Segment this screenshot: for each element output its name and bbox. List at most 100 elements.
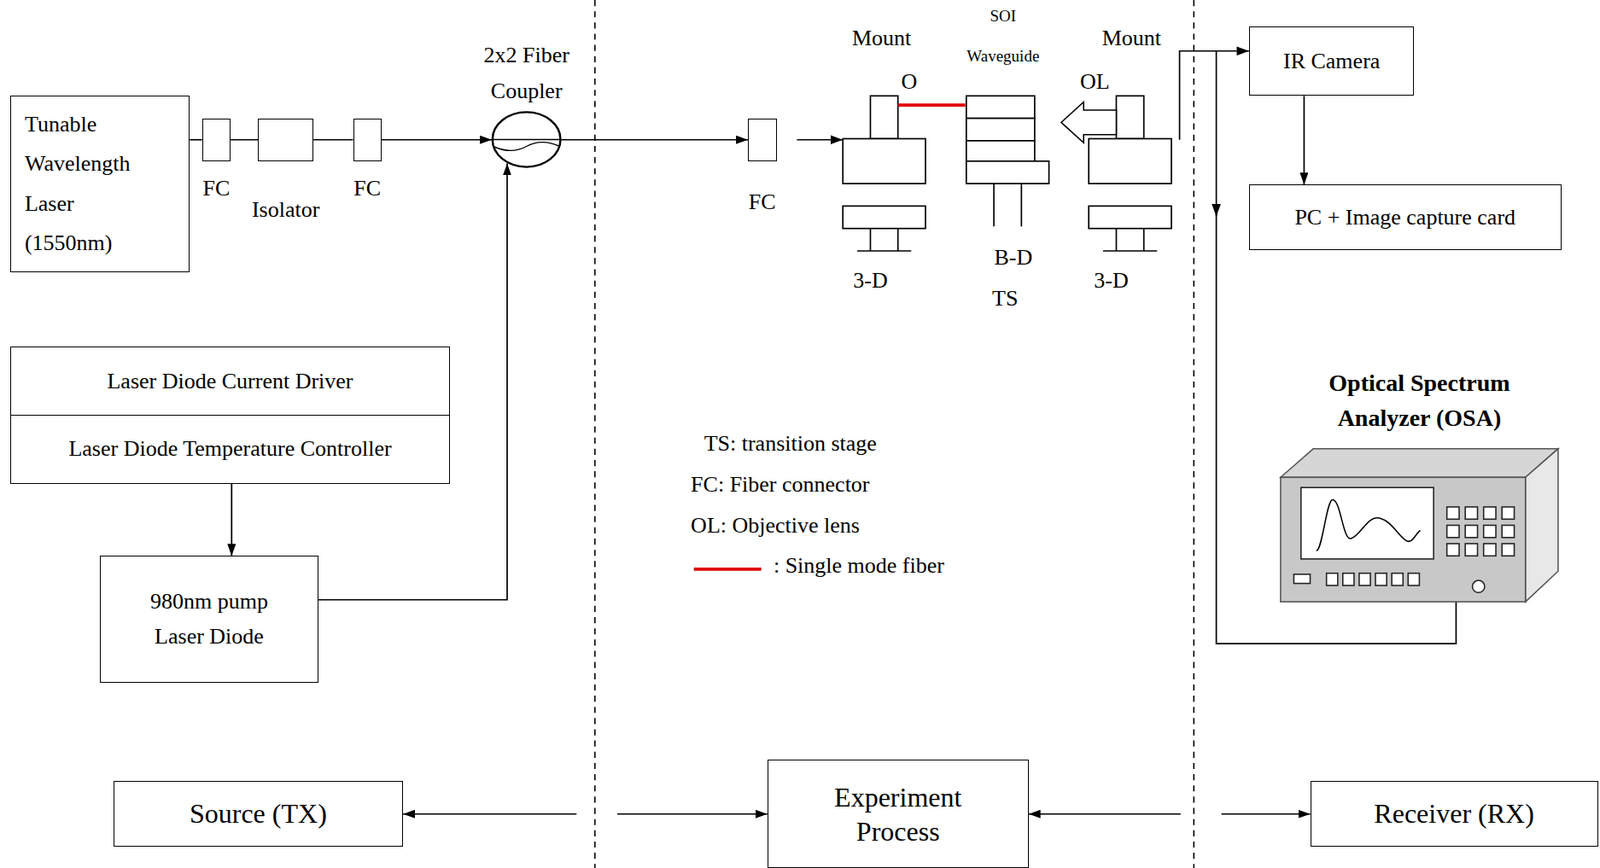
- osa-device: [1280, 449, 1559, 602]
- legend-text: : Single mode fiber: [773, 553, 945, 580]
- osa-device: [1293, 574, 1310, 584]
- mount-stage: [857, 250, 911, 252]
- mount-stage: [897, 228, 900, 252]
- coupler-path: [493, 142, 561, 152]
- osa-device: [1447, 507, 1460, 520]
- osa-device: [1501, 543, 1514, 556]
- fiber-coupler: 2x2 Fiber Coupler: [491, 110, 561, 169]
- soi-waveguide-stage: [966, 140, 1035, 162]
- connector-arrow: [402, 813, 768, 816]
- source-box: Source (TX): [113, 781, 403, 847]
- box-text: 980nm pump Laser Diode: [140, 583, 278, 655]
- divider-line: [594, 0, 596, 868]
- box-text: Experiment Process: [812, 780, 984, 849]
- osa-device: [1375, 573, 1387, 586]
- part-label: SOI: [990, 6, 1017, 27]
- part-label: B-D: [993, 245, 1033, 272]
- box-text: PC + Image capture card: [1294, 199, 1516, 236]
- legend-text: OL: Objective lens: [690, 512, 860, 539]
- box-text: Tunable Wavelength Laser (1550nm): [11, 105, 145, 263]
- part-label: FC: [202, 170, 230, 207]
- osa-device: [1447, 543, 1460, 556]
- soi-waveguide-stage: [992, 183, 995, 227]
- part-label: O: [900, 68, 917, 95]
- mount-stage: [842, 95, 1172, 252]
- connector-arrow: [1028, 813, 1311, 816]
- osa-device: [1472, 580, 1485, 593]
- mount-stage: [1088, 139, 1172, 185]
- fiber-connector: FC: [353, 118, 382, 162]
- osa-device: [1316, 500, 1421, 552]
- connector-arrow: [230, 139, 258, 141]
- osa-device: [1280, 477, 1526, 602]
- mount-stage: [842, 205, 926, 228]
- part-label: FC: [748, 184, 777, 221]
- driver-box: Laser Diode Current DriverLaser Diode Te…: [10, 346, 450, 484]
- pump-laser-box: 980nm pump Laser Diode: [99, 555, 319, 683]
- connector-arrow: [230, 484, 233, 557]
- box-text: Source (TX): [189, 792, 328, 836]
- mount-stage: [1143, 228, 1145, 252]
- osa-device: [1280, 449, 1559, 478]
- connector-arrow: [560, 139, 748, 141]
- osa-device: [1326, 573, 1338, 586]
- fiber-connector: FC: [747, 118, 777, 162]
- osa-device: [1501, 525, 1514, 538]
- box-text: Optical Spectrum Analyzer (OSA): [1308, 366, 1530, 436]
- part-label: 3-D: [1093, 267, 1128, 294]
- divider-line: [595, 0, 1195, 868]
- connector-arrow: [1303, 95, 1306, 185]
- part-label: Mount: [1102, 25, 1162, 53]
- part-label: 3-D: [852, 267, 888, 294]
- part-label: TS: [992, 286, 1018, 313]
- mount-stage: [870, 95, 898, 139]
- connector-arrow: [313, 139, 354, 141]
- osa-device: [1447, 525, 1460, 538]
- osa-device: [1343, 573, 1355, 586]
- mount-stage: [870, 228, 872, 252]
- box-text: IR Camera: [1283, 43, 1380, 80]
- mount-stage: [1103, 250, 1157, 252]
- osa-heading: Optical Spectrum Analyzer (OSA): [1280, 359, 1559, 444]
- osa-device: [1483, 507, 1496, 520]
- pc-box: PC + Image capture card: [1249, 184, 1562, 250]
- part-label: Waveguide: [966, 46, 1040, 66]
- output-wire: [1179, 51, 1457, 644]
- osa-device: [1359, 573, 1371, 586]
- connector-arrow: [381, 139, 492, 141]
- legend-text: FC: Fiber connector: [690, 471, 870, 498]
- legend-text: TS: transition stage: [704, 430, 877, 457]
- connector-arrow: [189, 139, 202, 141]
- soi-waveguide-stage: [966, 161, 1050, 184]
- part-label: OL: [1080, 68, 1110, 95]
- beam-arrow: [796, 139, 843, 141]
- osa-device: [1407, 573, 1419, 586]
- process-box: Experiment Process: [767, 759, 1029, 868]
- osa-device: [1501, 507, 1514, 520]
- output-wire: [1215, 51, 1218, 217]
- coupler-outline: [492, 112, 561, 168]
- osa-device: [1465, 525, 1478, 538]
- soi-waveguide-stage: [966, 95, 1035, 118]
- osa-device: [1465, 543, 1478, 556]
- osa-device: [1465, 507, 1478, 520]
- osa-device: [1525, 449, 1559, 602]
- mount-stage: [1115, 95, 1144, 139]
- legend-sample: [694, 567, 762, 572]
- receiver-box: Receiver (RX): [1310, 781, 1599, 847]
- osa-device: [1301, 487, 1434, 560]
- fiber-connector: FC: [202, 118, 231, 162]
- coupler-outline: [491, 110, 561, 169]
- laser-box: Tunable Wavelength Laser (1550nm): [10, 95, 190, 273]
- objective-lens-arrow: [1061, 102, 1117, 144]
- soi-waveguide-stage: [966, 95, 1050, 227]
- osa-device: [1483, 543, 1496, 556]
- part-label: Mount: [852, 25, 911, 53]
- osa-device: [1391, 573, 1403, 586]
- mount-stage: [1088, 205, 1172, 228]
- box-text: Laser Diode Temperature Controller: [11, 414, 450, 484]
- part-label: 2x2 Fiber Coupler: [471, 37, 583, 109]
- soi-waveguide-stage: [1020, 183, 1022, 227]
- mount-stage: [1115, 228, 1118, 252]
